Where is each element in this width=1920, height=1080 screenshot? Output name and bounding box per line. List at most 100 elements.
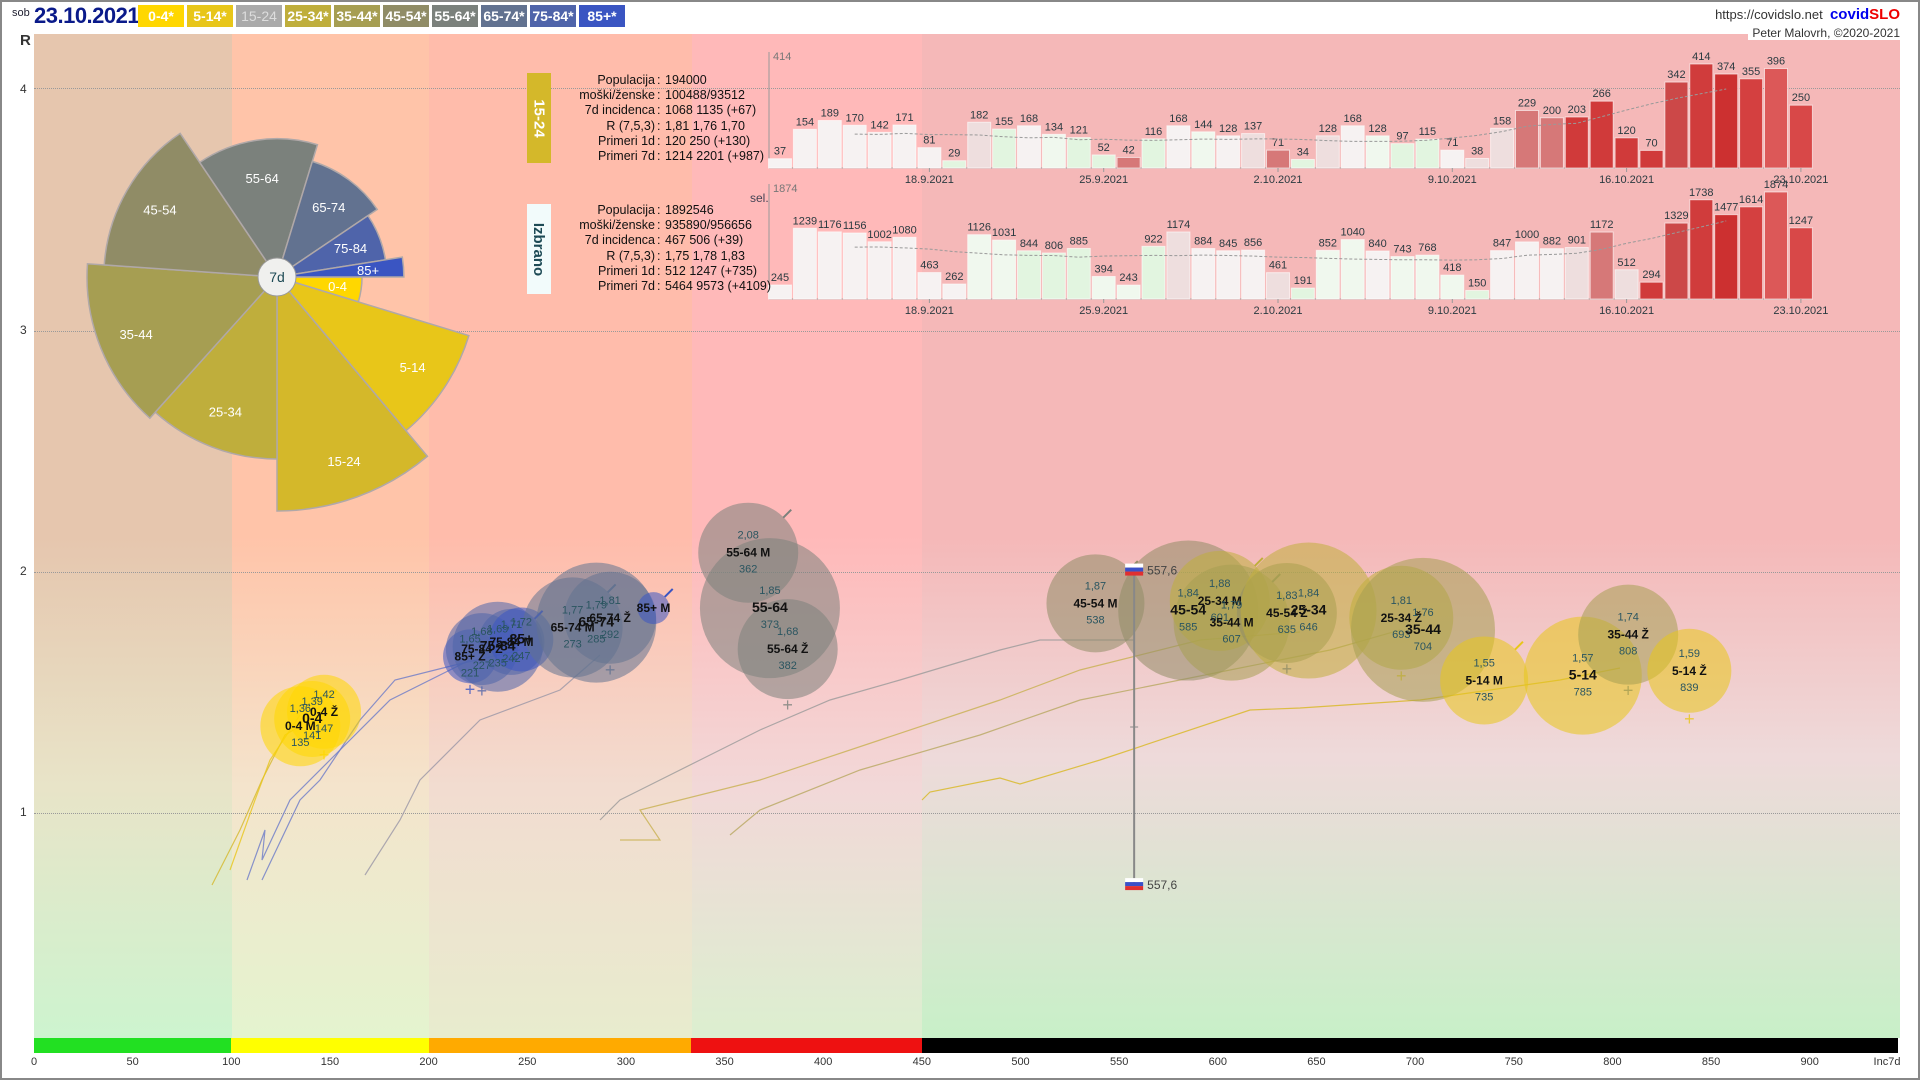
date-label: 23.10.2021 — [1773, 174, 1828, 186]
bar — [1340, 125, 1365, 169]
group-panel-title: 15-24 — [530, 98, 548, 138]
bubble-incidence-value: 808 — [1619, 646, 1637, 658]
female-symbol-icon: + — [782, 695, 793, 715]
group-panel-label[interactable]: 15-24 — [527, 73, 551, 163]
bar — [1440, 149, 1465, 169]
bar-value-label: 461 — [1269, 260, 1287, 272]
bar-value-label: 52 — [1098, 142, 1110, 154]
bar — [1041, 133, 1066, 169]
bubble-incidence-value: 735 — [1475, 691, 1493, 703]
rose-slice-label: 85+ — [357, 263, 379, 278]
selected-panel-label[interactable]: Izbrano — [527, 204, 551, 294]
legend-item-45-54[interactable]: 45-54* — [383, 5, 429, 27]
bar-value-label: 396 — [1767, 56, 1785, 68]
bar — [1415, 254, 1440, 300]
gridline-r4 — [34, 88, 1900, 89]
bubble-25-34 — [1240, 542, 1377, 679]
bar-value-label: 37 — [774, 146, 786, 158]
bar-value-label: 882 — [1543, 236, 1561, 248]
info-value: 512 1247 (+735) — [665, 263, 758, 278]
bar — [1714, 73, 1739, 169]
bar-value-label: 70 — [1645, 137, 1657, 149]
bar-value-label: 1477 — [1714, 202, 1738, 214]
legend-item-25-34[interactable]: 25-34* — [285, 5, 331, 27]
bar-value-label: 1614 — [1739, 194, 1763, 206]
slovenia-flag-icon — [1125, 878, 1144, 891]
info-separator: : — [657, 218, 661, 233]
bar — [1365, 250, 1390, 300]
bar-value-label: 1156 — [843, 220, 867, 232]
rose-slice-5-14 — [274, 275, 470, 432]
bar-value-label: 355 — [1742, 66, 1760, 78]
trajectory-line — [364, 654, 601, 876]
bar — [768, 158, 792, 169]
bubble-incidence-value: 141 — [303, 730, 321, 742]
bar — [1191, 131, 1216, 169]
info-separator: : — [657, 233, 661, 248]
legend-item-55-64[interactable]: 55-64* — [432, 5, 478, 27]
bubble-label: 45-54 Ž — [1266, 605, 1307, 620]
bar-value-label: 144 — [1194, 119, 1212, 131]
female-symbol-icon: + — [319, 745, 330, 765]
date-label: 9.10.2021 — [1428, 174, 1477, 186]
legend-item-0-4[interactable]: 0-4* — [138, 5, 184, 27]
bar — [1490, 250, 1515, 300]
bubble-r-value: 1,68 — [471, 626, 492, 638]
site-url[interactable]: https://covidslo.net — [1715, 7, 1823, 22]
info-separator: : — [657, 203, 661, 217]
female-symbol-icon: + — [1623, 681, 1634, 701]
bar — [1564, 247, 1589, 300]
female-symbol-icon: + — [1282, 659, 1293, 679]
bar-value-label: 128 — [1368, 123, 1386, 135]
flag-stripe — [1125, 878, 1144, 883]
bar — [817, 120, 842, 169]
bubble-r-value: 1,74 — [1617, 612, 1638, 624]
bar-value-label: 1738 — [1689, 187, 1713, 199]
bubble-r-value: 1,36 — [290, 703, 311, 715]
x-tick-label: 50 — [126, 1056, 139, 1068]
bar-value-label: 154 — [796, 116, 814, 128]
bubble-label: 0-4 Ž — [310, 704, 338, 719]
bubble-incidence-value: 607 — [1222, 634, 1240, 646]
info-value: 467 506 (+39) — [665, 233, 744, 248]
female-symbol-icon: + — [465, 679, 476, 699]
legend-item-35-44[interactable]: 35-44* — [334, 5, 380, 27]
bar — [1340, 239, 1365, 300]
info-separator: : — [657, 133, 661, 148]
info-key: Primeri 7d — [598, 279, 655, 293]
bubble-r-value: 1,85 — [759, 585, 780, 597]
threshold-segment — [691, 1038, 922, 1053]
bar-value-label: 168 — [1169, 113, 1187, 125]
legend-item-15-24[interactable]: 15-24 — [236, 5, 282, 27]
x-tick-label: 900 — [1800, 1056, 1819, 1068]
bar-value-label: 852 — [1319, 237, 1337, 249]
bar — [1017, 250, 1041, 300]
slovenia-incidence-label: 557,6 — [1147, 564, 1177, 578]
bubble-incidence-value: 382 — [779, 660, 797, 672]
bar-value-label: 1174 — [1167, 219, 1191, 231]
bubble-r-value: 1,55 — [1473, 657, 1494, 669]
bar-value-label: 97 — [1396, 131, 1408, 143]
rose-slice-55-64 — [198, 137, 319, 279]
bar — [1614, 137, 1639, 169]
legend-item-75-84[interactable]: 75-84* — [530, 5, 576, 27]
bar — [1141, 245, 1166, 300]
bar — [1266, 149, 1290, 169]
gridline-r3 — [34, 331, 1900, 332]
rose-slice-35-44 — [86, 262, 279, 420]
bar — [792, 128, 817, 169]
legend-item-65-74[interactable]: 65-74* — [481, 5, 527, 27]
x-tick-label: 700 — [1405, 1056, 1425, 1068]
bubble-r-value: 1,87 — [1085, 580, 1106, 592]
bar-value-label: 42 — [1122, 144, 1134, 156]
legend-item-5-14[interactable]: 5-14* — [187, 5, 233, 27]
bar-value-label: 168 — [1020, 113, 1038, 125]
male-symbol-icon — [327, 689, 338, 699]
rose-slice-25-34 — [154, 275, 278, 460]
x-tick-label: 150 — [320, 1056, 340, 1068]
bar — [1639, 149, 1664, 169]
x-tick-label: 200 — [419, 1056, 438, 1068]
legend-item-85+[interactable]: 85+* — [579, 5, 625, 27]
